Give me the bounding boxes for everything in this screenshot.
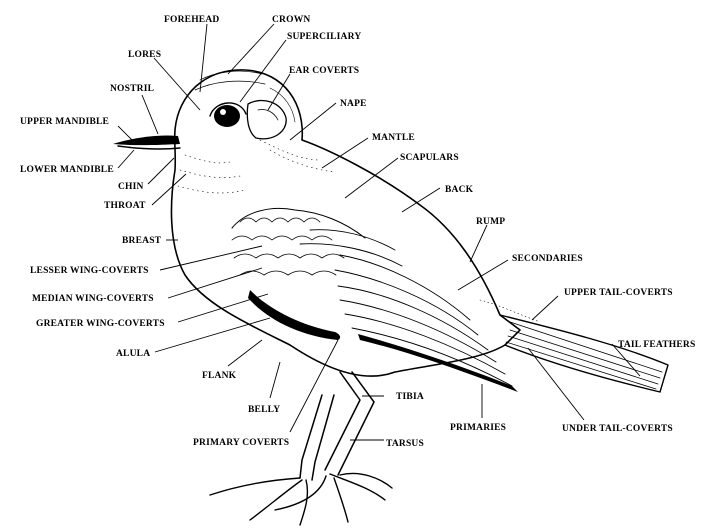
label-tail-feathers: TAIL FEATHERS	[618, 340, 695, 350]
label-upper-mandible: UPPER MANDIBLE	[20, 117, 109, 127]
label-lores: LORES	[128, 50, 161, 60]
label-superciliary: SUPERCILIARY	[287, 32, 361, 42]
alula-shape	[248, 290, 340, 340]
label-ear-coverts: EAR COVERTS	[289, 66, 359, 76]
eye	[214, 105, 240, 127]
label-tarsus: TARSUS	[386, 439, 424, 449]
label-chin: CHIN	[118, 182, 144, 192]
label-nostril: NOSTRIL	[110, 84, 154, 94]
label-lesser-wing-coverts: LESSER WING-COVERTS	[30, 266, 149, 276]
label-primary-coverts: PRIMARY COVERTS	[193, 438, 289, 448]
label-back: BACK	[445, 185, 474, 195]
wing-coverts	[232, 208, 365, 275]
label-flank: FLANK	[202, 371, 237, 381]
label-scapulars: SCAPULARS	[400, 153, 459, 163]
label-forehead: FOREHEAD	[164, 15, 219, 25]
label-alula: ALULA	[116, 349, 150, 359]
label-secondaries: SECONDARIES	[512, 254, 583, 264]
legs	[210, 372, 392, 525]
upper-mandible-shape	[113, 135, 180, 145]
label-rump: RUMP	[476, 217, 505, 227]
label-under-tail-coverts: UNDER TAIL-COVERTS	[562, 424, 673, 434]
label-median-wing-coverts: MEDIAN WING-COVERTS	[32, 294, 154, 304]
label-primaries: PRIMARIES	[450, 423, 506, 433]
lower-mandible-shape	[118, 146, 180, 149]
label-lower-mandible: LOWER MANDIBLE	[20, 165, 114, 175]
label-mantle: MANTLE	[372, 133, 415, 143]
label-greater-wing-coverts: GREATER WING-COVERTS	[36, 319, 165, 329]
label-crown: CROWN	[272, 15, 310, 25]
label-upper-tail-coverts: UPPER TAIL-COVERTS	[564, 288, 673, 298]
label-nape: NAPE	[340, 99, 367, 109]
ear-coverts-patch	[247, 100, 286, 138]
label-throat: THROAT	[104, 201, 146, 211]
label-tibia: TIBIA	[396, 392, 424, 402]
label-belly: BELLY	[248, 405, 280, 415]
label-breast: BREAST	[122, 236, 162, 246]
